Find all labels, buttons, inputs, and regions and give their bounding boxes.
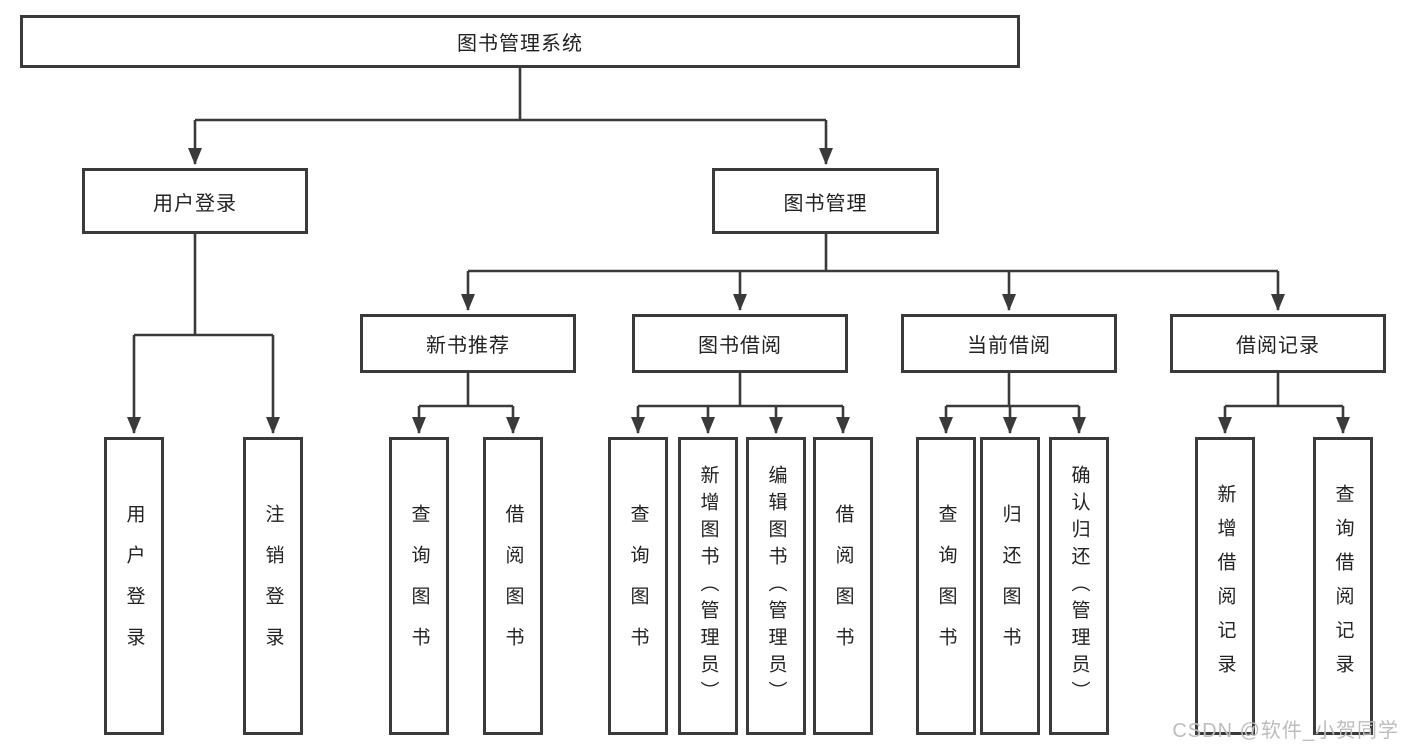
node-book-management: 图书管理 (712, 168, 939, 234)
leaf-label: 查询图书 (935, 504, 957, 668)
node-current-borrowing-label: 当前借阅 (967, 335, 1051, 357)
node-user-login: 用户登录 (82, 168, 308, 234)
leaf-label: 查询图书 (627, 504, 649, 668)
node-root: 图书管理系统 (20, 15, 1020, 68)
leaf-label: 编辑图书（管理员） (765, 464, 787, 708)
leaf-borrow-books: 借阅图书 (813, 437, 873, 735)
node-borrowing-records-label: 借阅记录 (1236, 335, 1320, 357)
leaf-logout: 注销登录 (243, 437, 303, 735)
node-borrowing-records: 借阅记录 (1170, 314, 1386, 373)
leaf-label: 归还图书 (999, 504, 1021, 668)
leaf-label: 注销登录 (262, 504, 284, 668)
leaf-label: 用户登录 (123, 504, 145, 668)
leaf-query-books-borrow: 查询图书 (608, 437, 668, 735)
connector-book-mgmt-trunk (468, 234, 1278, 273)
connector-current-borrow-trunk (946, 373, 1079, 408)
leaf-add-borrow-record: 新增借阅记录 (1195, 437, 1255, 735)
leaf-add-books-admin: 新增图书（管理员） (678, 437, 738, 735)
connector-root-trunk (195, 68, 826, 122)
leaf-label: 确认归还（管理员） (1068, 464, 1090, 708)
leaf-query-books-current: 查询图书 (916, 437, 976, 735)
node-new-book-recommend-label: 新书推荐 (426, 335, 510, 357)
node-book-borrowing: 图书借阅 (632, 314, 848, 373)
leaf-query-borrow-record: 查询借阅记录 (1313, 437, 1373, 735)
leaf-label: 新增借阅记录 (1214, 484, 1236, 688)
leaf-confirm-return-admin: 确认归还（管理员） (1049, 437, 1109, 735)
leaf-label: 借阅图书 (832, 504, 854, 668)
leaf-label: 查询图书 (408, 504, 430, 668)
csdn-watermark: CSDN @软件_小贺同学 (1172, 720, 1399, 742)
connector-borrow-record-trunk (1225, 373, 1343, 408)
node-book-management-label: 图书管理 (783, 192, 868, 215)
leaf-borrow-books-recommend: 借阅图书 (483, 437, 543, 735)
node-new-book-recommend: 新书推荐 (360, 314, 576, 373)
connector-new-book-trunk (419, 373, 513, 408)
connector-user-login-trunk (134, 234, 273, 337)
leaf-label: 借阅图书 (502, 504, 524, 668)
connector-book-borrow-trunk (638, 373, 843, 408)
leaf-user-login: 用户登录 (104, 437, 164, 735)
leaf-label: 新增图书（管理员） (697, 464, 719, 708)
node-user-login-label: 用户登录 (153, 192, 237, 215)
node-root-label: 图书管理系统 (457, 33, 583, 55)
node-book-borrowing-label: 图书借阅 (698, 335, 782, 357)
leaf-label: 查询借阅记录 (1332, 484, 1354, 688)
leaf-query-books-recommend: 查询图书 (389, 437, 449, 735)
leaf-return-books: 归还图书 (980, 437, 1040, 735)
leaf-edit-books-admin: 编辑图书（管理员） (746, 437, 806, 735)
node-current-borrowing: 当前借阅 (901, 314, 1117, 373)
